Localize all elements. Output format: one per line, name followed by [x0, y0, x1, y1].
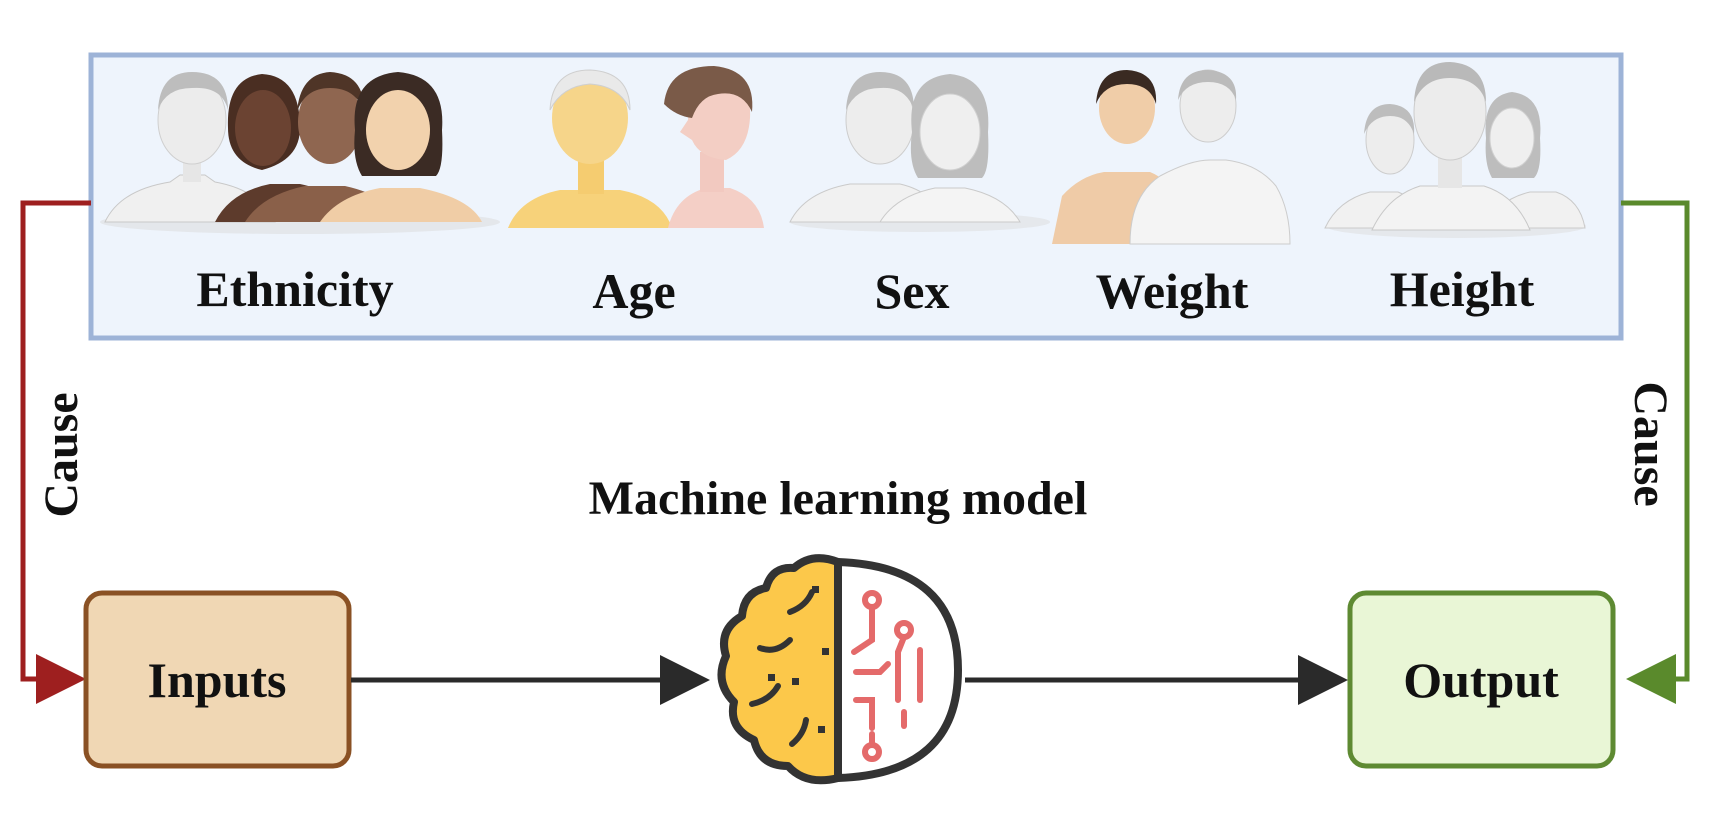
inputs-box: [83, 590, 352, 769]
attribute-label-ethnicity: Ethnicity: [196, 261, 393, 317]
cause-right-arrow: [1621, 200, 1690, 704]
attribute-label-weight: Weight: [1096, 263, 1249, 319]
model-title: Machine learning model: [589, 472, 1088, 525]
old-young-faces-icon: [508, 66, 764, 228]
male-female-faces-icon: [789, 72, 1050, 232]
brain-circuit-icon: [717, 554, 962, 785]
cause-left-arrow: [20, 200, 91, 704]
attribute-label-sex: Sex: [875, 263, 950, 319]
diverse-faces-icon: [100, 72, 500, 234]
output-label: Output: [1403, 652, 1559, 708]
attribute-label-age: Age: [592, 263, 675, 319]
cause-left-label: Cause: [35, 392, 88, 517]
output-box: [1347, 590, 1616, 769]
cause-right-label: Cause: [1624, 381, 1677, 506]
attribute-label-height: Height: [1390, 261, 1535, 317]
inputs-label: Inputs: [148, 652, 287, 708]
body-weight-figures-icon: [1052, 69, 1291, 245]
height-figures-icon: [1324, 62, 1586, 238]
